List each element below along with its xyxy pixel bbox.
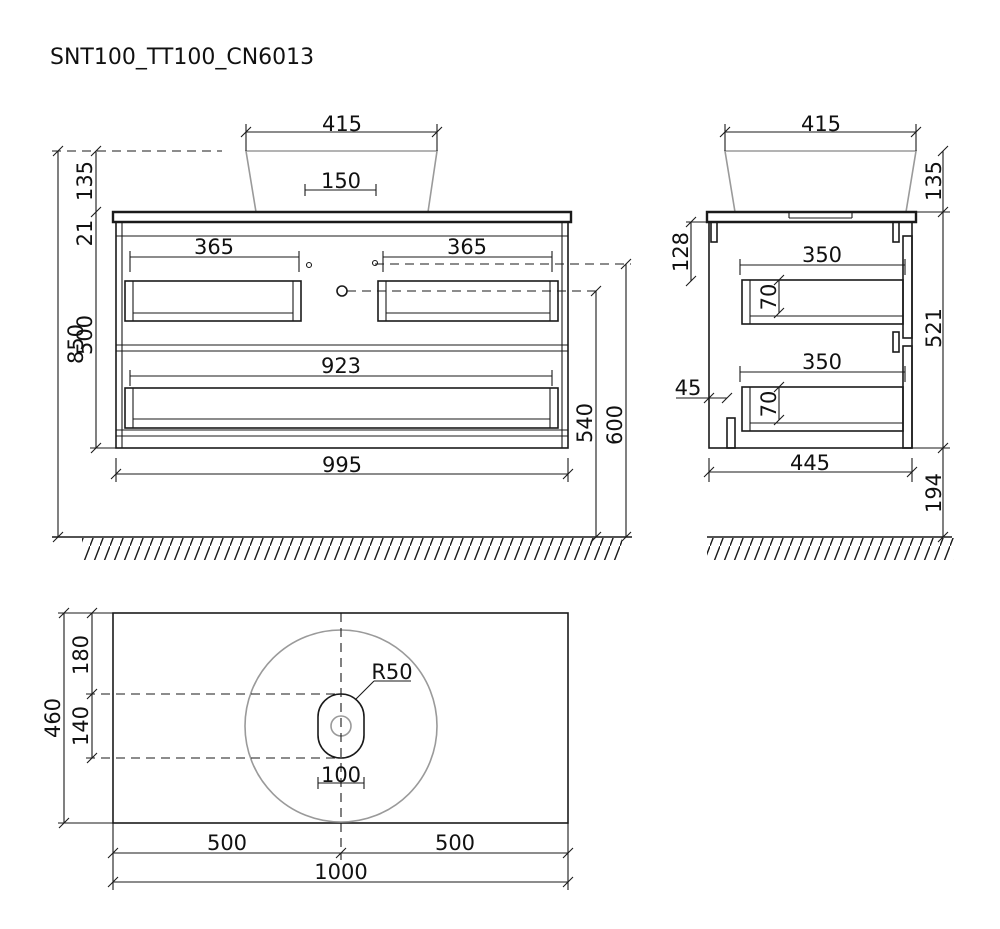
front-handle-upper-left [124,280,302,322]
side-upper-drawer [741,279,904,325]
dim-top-width: 1000 [314,860,367,884]
front-view: 415 150 365 365 923 995 850 [52,112,632,560]
dim-front-top-thickness: 21 [73,220,97,247]
front-handle-upper-right [377,280,559,322]
dim-front-drain-width: 150 [321,169,361,193]
dim-top-drain-offset: 180 [69,635,93,675]
side-countertop [705,210,918,224]
dim-side-upper-depth: 350 [802,243,842,267]
dim-side-basin-width: 415 [801,112,841,136]
front-countertop [111,210,573,224]
dim-side-basin-height: 135 [922,161,946,201]
side-view: 415 128 350 70 350 70 45 [669,112,954,560]
dim-top-drain-radius: R50 [371,660,412,684]
top-view: R50 100 460 180 140 500 500 1000 [41,607,574,890]
dim-top-drain-span: 140 [69,706,93,746]
front-drain-hole [336,285,348,297]
side-lower-drawer [741,386,904,432]
front-floor-hatch [82,538,622,560]
dim-front-lower-handle: 923 [321,354,361,378]
dim-top-right-half: 500 [435,831,475,855]
dim-front-cabinet-height: 500 [73,315,97,355]
dim-side-floor-clearance: 194 [922,473,946,513]
front-cabinet [115,221,569,449]
dim-front-total-height: 850 [64,324,88,364]
dim-front-drain-height: 540 [573,403,597,443]
dim-front-basin-height: 135 [73,161,97,201]
dim-side-plinth-gap: 45 [675,376,702,400]
front-handle-lower [124,387,559,429]
drawing-title: SNT100_TT100_CN6013 [50,45,314,70]
dim-front-handle-right: 365 [447,235,487,259]
dim-side-upper-height: 70 [757,284,781,311]
dim-side-lower-depth: 350 [802,350,842,374]
dim-side-depth: 445 [790,451,830,475]
dim-side-upper-offset: 128 [669,232,693,272]
dim-front-basin-width: 415 [322,112,362,136]
dim-front-cabinet-width: 995 [322,453,362,477]
dim-side-lower-height: 70 [757,391,781,418]
dim-front-handle-left: 365 [194,235,234,259]
dim-side-cabinet-height: 521 [922,308,946,348]
side-basin [724,150,917,213]
dim-top-left-half: 500 [207,831,247,855]
dim-top-depth: 460 [41,698,65,738]
side-floor-hatch [707,538,954,560]
dim-top-drain-width: 100 [321,763,361,787]
dim-front-mount-height: 600 [603,405,627,445]
